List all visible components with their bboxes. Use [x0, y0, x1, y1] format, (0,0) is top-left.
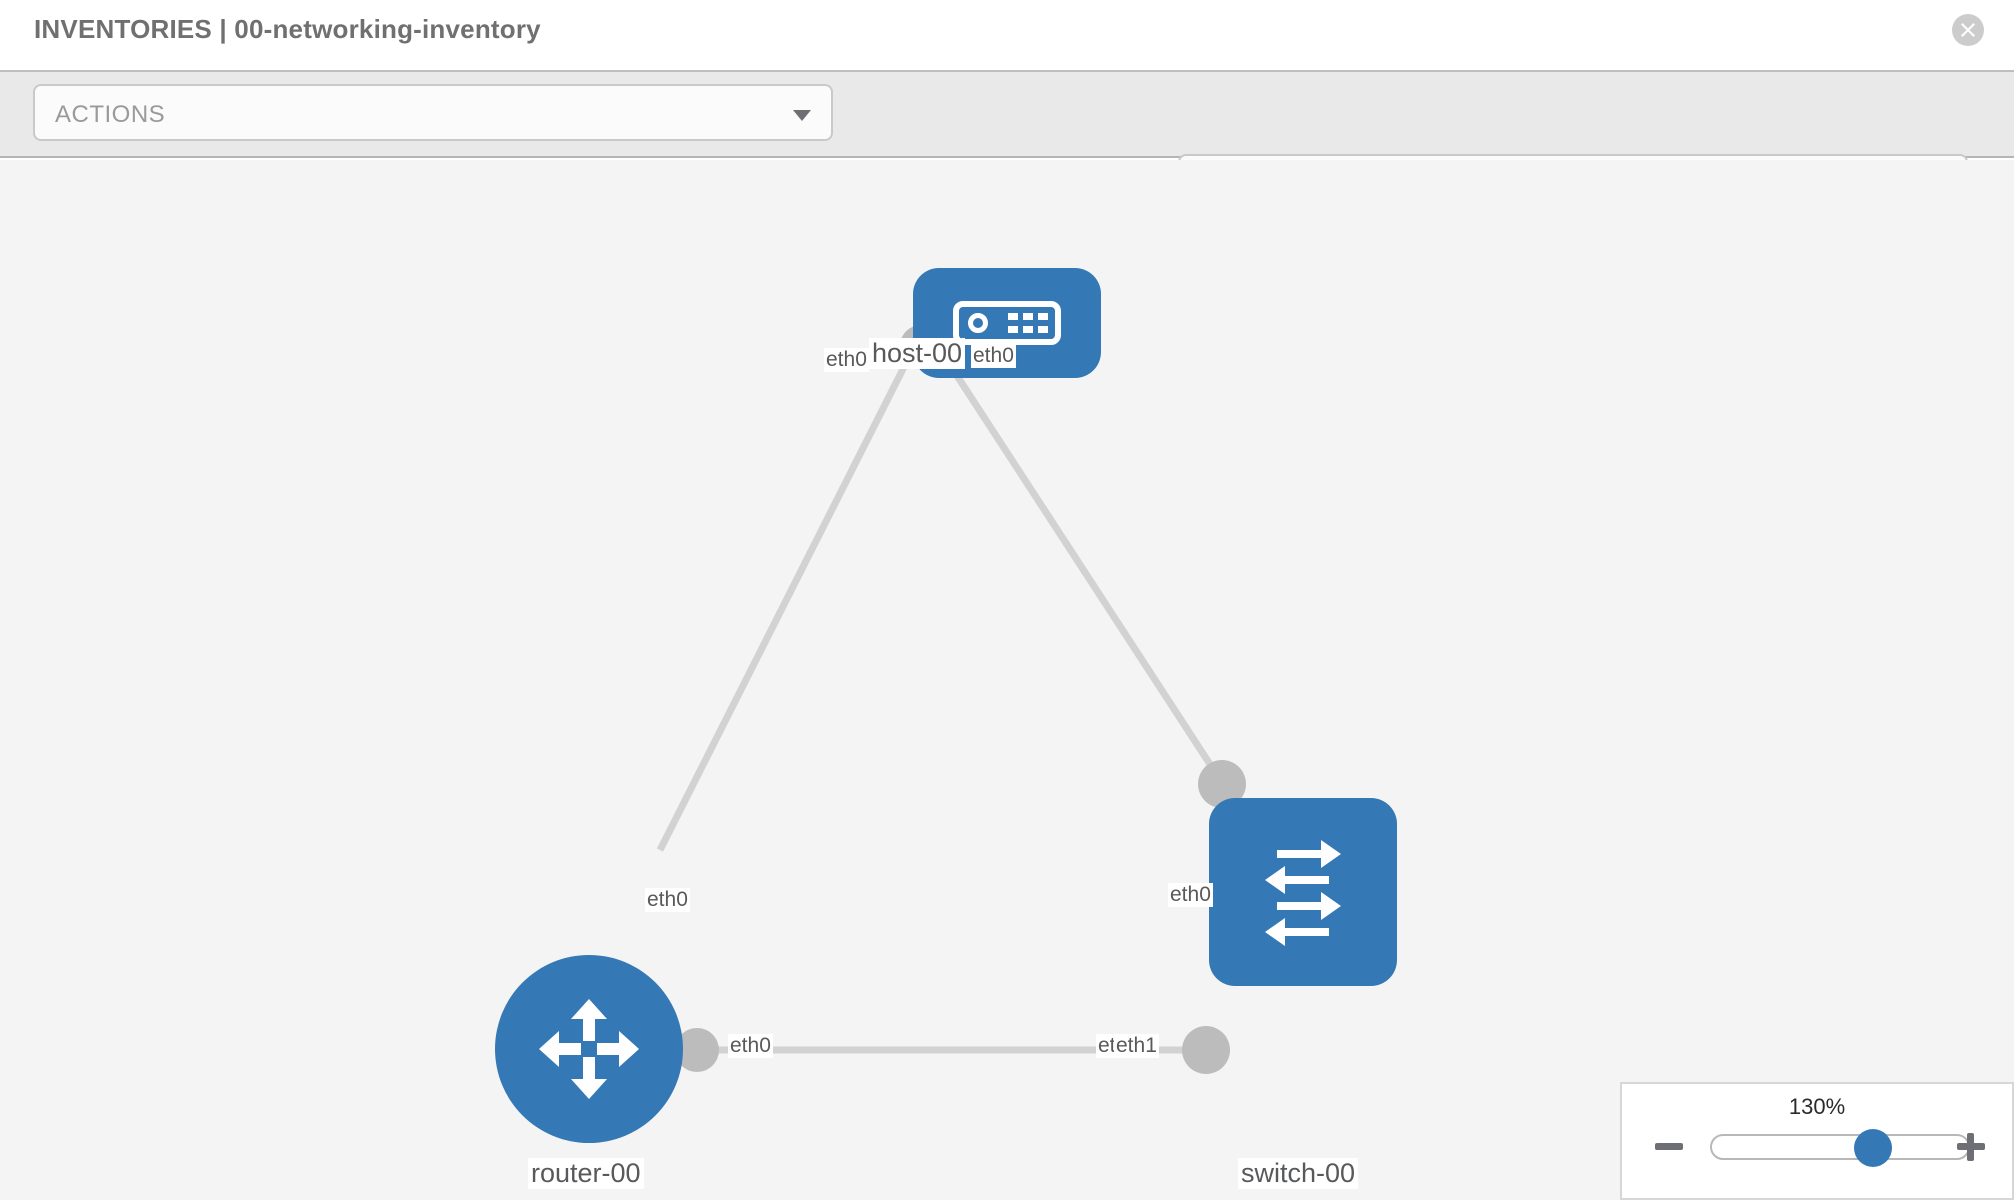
connector-switch-left[interactable] — [1182, 1026, 1230, 1074]
actions-dropdown-label: ACTIONS — [55, 101, 166, 128]
port-label-router-right: eth0 — [728, 1034, 773, 1058]
zoom-slider-thumb[interactable] — [1854, 1129, 1893, 1167]
link-host-switch[interactable] — [947, 363, 1233, 797]
node-label-router-00: router-00 — [528, 1158, 644, 1189]
switch-arrows-icon — [1265, 840, 1341, 946]
port-label-switch-left: eth1 — [1114, 1034, 1159, 1058]
page-title: INVENTORIES | 00-networking-inventory — [34, 14, 541, 44]
plus-icon-glyph — [1957, 1133, 1985, 1161]
node-switch-00[interactable] — [1209, 798, 1397, 986]
actions-dropdown[interactable]: ACTIONS — [33, 84, 833, 141]
port-label-host-right: eth0 — [971, 344, 1016, 368]
node-label-switch-00: switch-00 — [1238, 1158, 1359, 1189]
node-router-00-shape[interactable] — [495, 955, 683, 1143]
port-label-switch-up: eth0 — [1168, 883, 1213, 907]
zoom-level-label: 130% — [1788, 1094, 1846, 1119]
plus-icon[interactable] — [1954, 1130, 1988, 1164]
zoom-slider[interactable] — [1710, 1129, 1970, 1167]
link-host-router[interactable] — [656, 363, 909, 852]
server-icon — [953, 301, 1061, 345]
minus-icon[interactable] — [1652, 1130, 1686, 1164]
router-arrows-icon — [539, 999, 639, 1099]
topology-canvas[interactable]: eth0 eth0 host-00 router-00 eth0 eth0 — [0, 160, 2014, 1200]
toolbar: ACTIONS SEARCH — [0, 70, 2014, 211]
node-router-00[interactable] — [495, 955, 683, 1143]
page-header: INVENTORIES | 00-networking-inventory — [0, 0, 2014, 70]
node-label-host-00: host-00 — [869, 338, 966, 369]
port-label-host-left: eth0 — [824, 348, 869, 372]
zoom-control-panel: 130% — [1620, 1082, 2014, 1200]
port-label-router-up: eth0 — [645, 888, 690, 912]
node-switch-00-shape[interactable] — [1209, 798, 1397, 986]
close-icon[interactable] — [1952, 14, 1984, 46]
chevron-down-icon — [793, 110, 811, 121]
close-icon-glyph — [1961, 23, 1975, 37]
minus-icon-glyph — [1655, 1143, 1683, 1150]
